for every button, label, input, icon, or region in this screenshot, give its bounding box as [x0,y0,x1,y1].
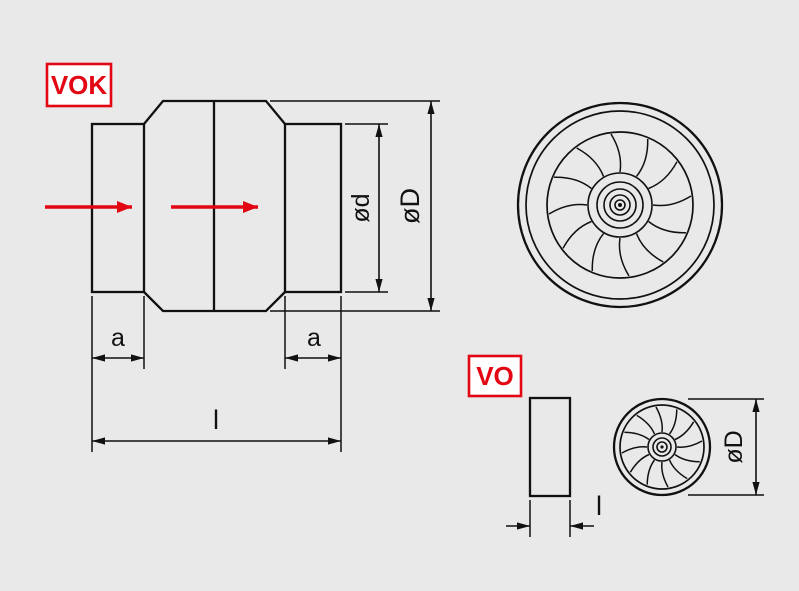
vok-collar-right-label: a [307,324,321,352]
vok-rim-inner-circle [525,110,715,300]
vo-dim-length: l [506,491,602,537]
vok-dim-inner-diameter: ød [345,123,388,293]
vo-length-label: l [596,491,602,521]
vok-dim-collar-left: a [91,296,145,452]
vok-label: VOK [51,70,108,100]
vok-impeller-shroud-circle [546,131,694,279]
vok-collar-left-label: a [111,324,125,352]
vok-front-view [516,101,724,309]
vo-front-view [612,397,712,497]
vok-right-duct [283,122,343,294]
vok-inner-diameter-label: ød [347,193,375,222]
vo-label: VO [476,361,514,391]
vok-dim-outer-diameter: øD [270,100,440,312]
vok-label-box [45,62,113,108]
vok-dim-overall-length: l [92,405,341,445]
vo-label-box [467,354,523,398]
vo-model-badge: VO [467,354,523,398]
vo-outer-diameter-label: øD [720,430,748,463]
vo-side-view [528,396,572,498]
vo-body-rect [528,396,572,498]
vo-outer-rim-circle [612,397,712,497]
vok-dim-collar-right: a [284,296,342,452]
vok-outer-diameter-label: øD [395,188,425,224]
vok-model-badge: VOK [45,62,113,108]
vok-outer-rim-circle [516,101,724,309]
vok-hub [587,172,653,238]
vok-length-label: l [213,405,219,435]
vo-hub [647,432,677,462]
vo-dim-outer-diameter: øD [688,398,764,496]
vo-rim-inner-circle [619,404,705,490]
